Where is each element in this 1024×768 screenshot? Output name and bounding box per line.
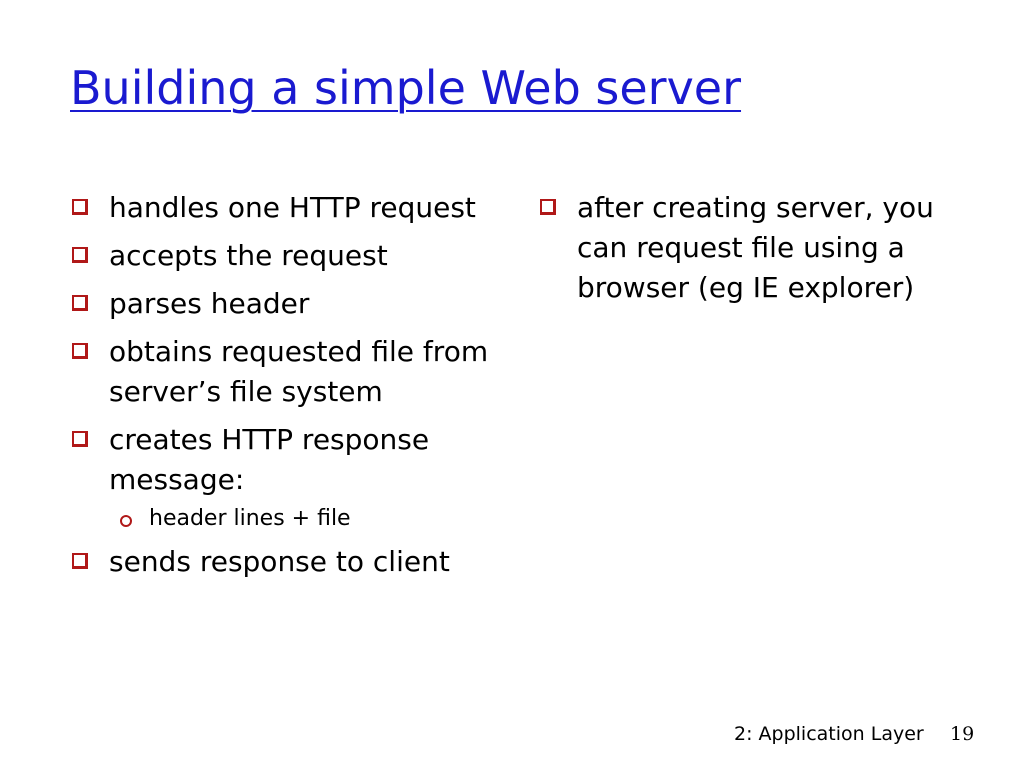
square-bullet-icon — [72, 295, 88, 311]
bullet-item: obtains requested file from server’s fil… — [72, 332, 512, 412]
sub-bullet-item: header lines + file — [120, 504, 512, 534]
sub-bullet-list: header lines + file — [72, 504, 512, 534]
bullet-item: after creating server, you can request f… — [540, 188, 980, 308]
bullet-text: obtains requested file from server’s fil… — [109, 335, 489, 408]
bullet-text: creates HTTP response message: — [109, 423, 430, 496]
square-bullet-icon — [540, 199, 556, 215]
page-number: 19 — [950, 723, 975, 745]
slide-title: Building a simple Web server — [70, 61, 742, 115]
bullet-item: accepts the request — [72, 236, 512, 276]
bullet-text: accepts the request — [109, 239, 388, 272]
square-bullet-icon — [72, 247, 88, 263]
bullet-item: handles one HTTP request — [72, 188, 512, 228]
square-bullet-icon — [72, 431, 88, 447]
bullet-text: handles one HTTP request — [109, 191, 476, 224]
bullet-text: parses header — [109, 287, 310, 320]
bullet-item: creates HTTP response message: — [72, 420, 512, 500]
sub-bullet-group: header lines + file — [72, 504, 512, 534]
footer-label: 2: Application Layer — [734, 723, 924, 745]
right-bullet-list: after creating server, you can request f… — [540, 188, 980, 316]
circle-bullet-icon — [120, 515, 132, 527]
bullet-item: parses header — [72, 284, 512, 324]
bullet-text: sends response to client — [109, 545, 450, 578]
sub-bullet-text: header lines + file — [149, 506, 351, 531]
bullet-text: after creating server, you can request f… — [577, 191, 934, 304]
left-bullet-list: handles one HTTP request accepts the req… — [72, 188, 512, 590]
square-bullet-icon — [72, 343, 88, 359]
square-bullet-icon — [72, 553, 88, 569]
square-bullet-icon — [72, 199, 88, 215]
bullet-item: sends response to client — [72, 542, 512, 582]
